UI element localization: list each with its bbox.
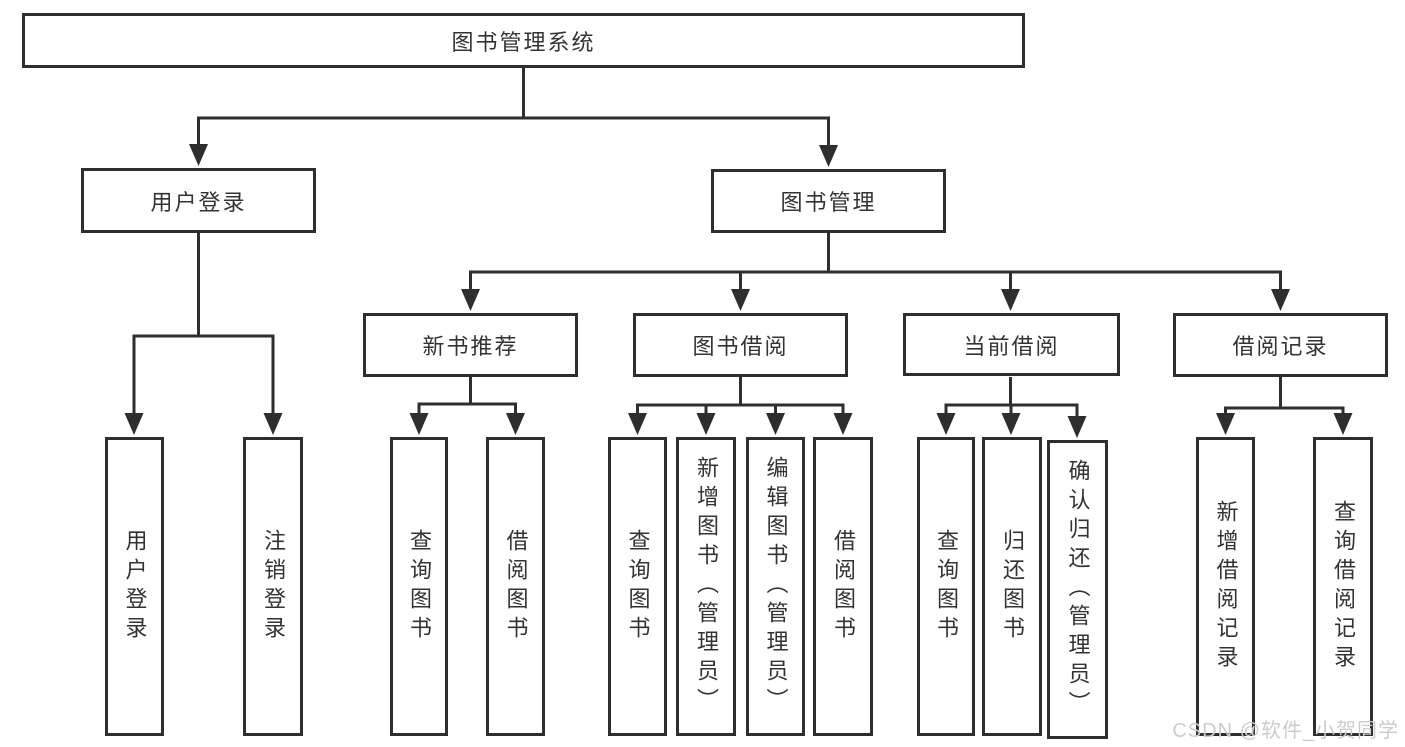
node-return-books: 归还图书: [982, 437, 1042, 736]
node-user-login: 用户登录: [81, 168, 316, 233]
node-label: 确认归还（管理员）: [1065, 459, 1091, 720]
node-query-books-borrowing: 查询图书: [608, 437, 667, 736]
node-label: 查询图书: [407, 528, 432, 645]
node-logout: 注销登录: [243, 437, 303, 736]
node-current-borrowing: 当前借阅: [903, 313, 1120, 376]
node-label: 查询图书: [934, 528, 959, 645]
node-book-management-system: 图书管理系统: [22, 13, 1025, 68]
node-label: 借阅记录: [1232, 334, 1329, 359]
node-label: 用户登录: [150, 189, 247, 215]
node-query-books-recommend: 查询图书: [390, 437, 448, 736]
node-label: 新书推荐: [422, 334, 519, 359]
node-label: 查询借阅记录: [1331, 499, 1356, 674]
node-edit-books-admin: 编辑图书（管理员）: [746, 437, 805, 736]
node-book-management: 图书管理: [711, 169, 946, 233]
node-label: 新增借阅记录: [1213, 499, 1239, 674]
node-label: 图书借阅: [692, 334, 789, 359]
node-label: 新增图书（管理员）: [694, 456, 719, 717]
node-new-book-recommendation: 新书推荐: [363, 313, 578, 377]
node-label: 用户登录: [122, 528, 148, 645]
csdn-watermark: CSDN @软件_小贺同学: [1172, 720, 1399, 742]
node-book-borrowing: 图书借阅: [633, 313, 848, 377]
node-add-books-admin: 新增图书（管理员）: [676, 437, 736, 736]
node-label: 当前借阅: [963, 333, 1060, 359]
node-borrow-books-recommend: 借阅图书: [486, 437, 545, 736]
node-borrowing-records: 借阅记录: [1173, 313, 1388, 377]
node-confirm-return-admin: 确认归还（管理员）: [1047, 440, 1108, 739]
node-user-login-leaf: 用户登录: [105, 437, 164, 736]
node-label: 借阅图书: [831, 528, 856, 645]
node-add-borrowing-record: 新增借阅记录: [1196, 437, 1255, 736]
node-query-books-current: 查询图书: [917, 437, 975, 736]
node-label: 查询图书: [625, 528, 651, 645]
node-label: 借阅图书: [503, 528, 529, 645]
node-query-borrowing-record: 查询借阅记录: [1313, 437, 1373, 736]
node-label: 图书管理: [780, 190, 877, 215]
node-label: 编辑图书（管理员）: [763, 456, 789, 717]
node-borrow-books-leaf: 借阅图书: [813, 437, 873, 736]
node-label: 图书管理系统: [451, 29, 596, 55]
node-label: 归还图书: [1000, 528, 1025, 645]
node-label: 注销登录: [261, 528, 286, 645]
